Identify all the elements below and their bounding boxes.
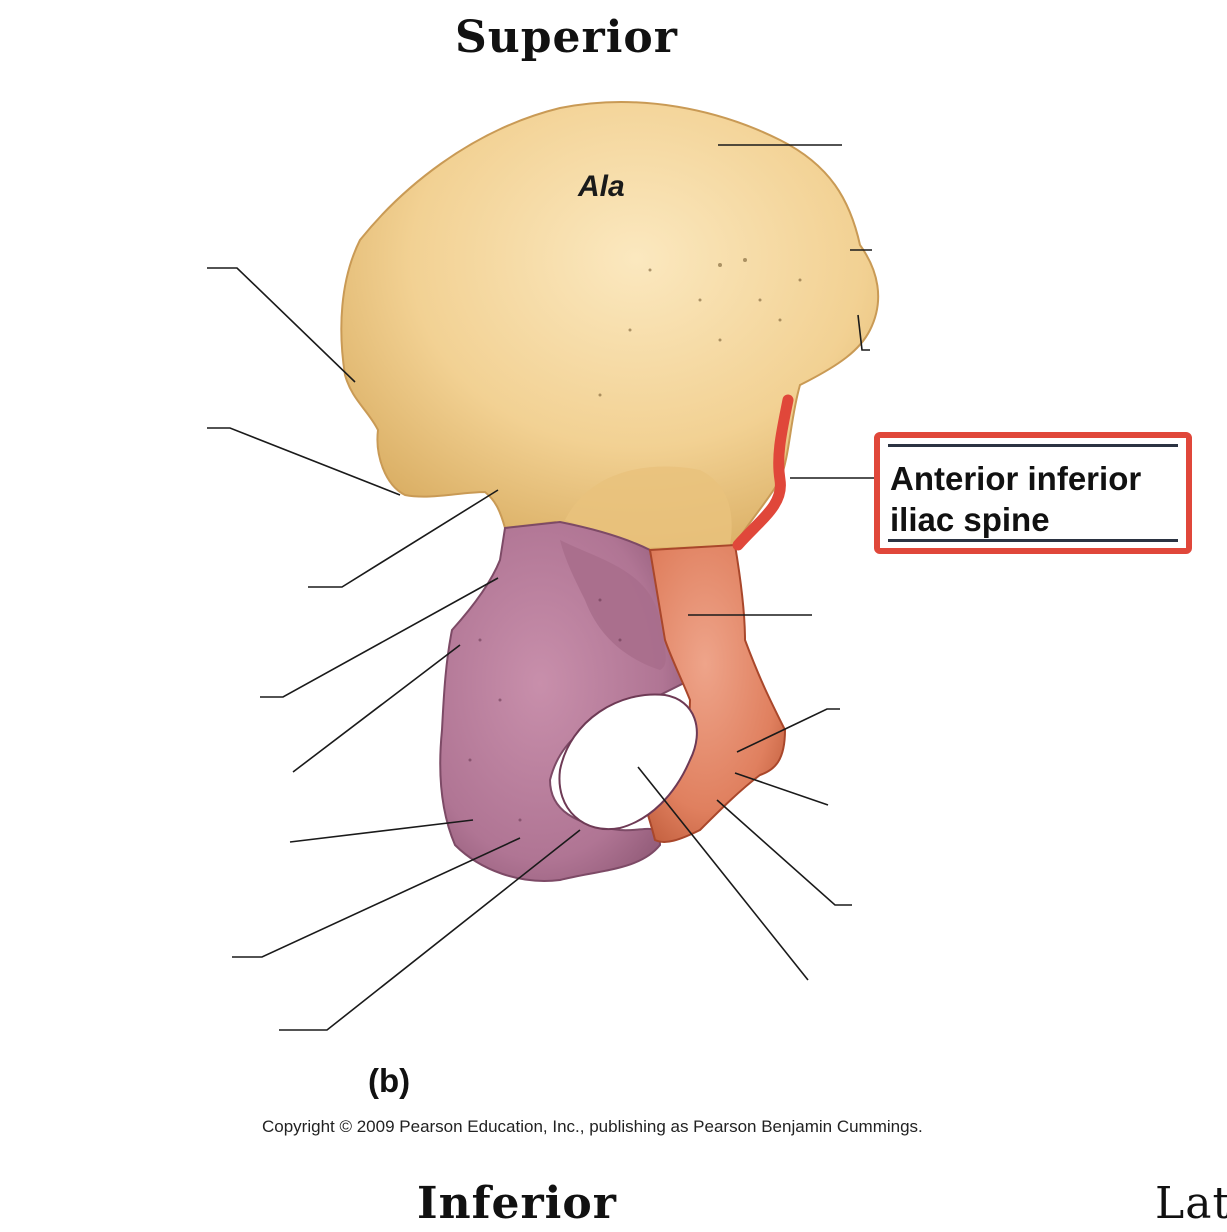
leader-lines bbox=[207, 144, 874, 1031]
ala-label: Ala bbox=[578, 170, 625, 203]
leader-line bbox=[716, 799, 852, 906]
leader-line bbox=[292, 644, 461, 773]
answer-box-bottom-bar bbox=[888, 539, 1178, 542]
highlight-stroke bbox=[732, 394, 794, 551]
leader-line bbox=[232, 837, 521, 958]
obturator-foramen bbox=[558, 693, 698, 831]
leader-line bbox=[260, 577, 499, 698]
leader-line bbox=[207, 267, 356, 383]
orientation-superior-label: Superior bbox=[455, 12, 678, 63]
leader-line bbox=[857, 314, 870, 351]
answer-label-box[interactable]: Anterior inferior iliac spine bbox=[874, 432, 1192, 554]
copyright-text: Copyright © 2009 Pearson Education, Inc.… bbox=[262, 1117, 923, 1136]
leader-line bbox=[308, 489, 499, 588]
orientation-lateral-label: Lat bbox=[1155, 1178, 1227, 1229]
panel-label: (b) bbox=[368, 1062, 411, 1099]
answer-label-text: Anterior inferior iliac spine bbox=[890, 460, 1142, 538]
leader-line bbox=[637, 766, 809, 981]
orientation-inferior-label: Inferior bbox=[417, 1178, 617, 1229]
leader-line bbox=[289, 819, 474, 843]
leader-line bbox=[736, 708, 840, 753]
leader-line bbox=[279, 829, 581, 1031]
leader-line bbox=[207, 427, 401, 496]
leader-line bbox=[734, 772, 829, 806]
answer-box-top-bar bbox=[888, 444, 1178, 447]
